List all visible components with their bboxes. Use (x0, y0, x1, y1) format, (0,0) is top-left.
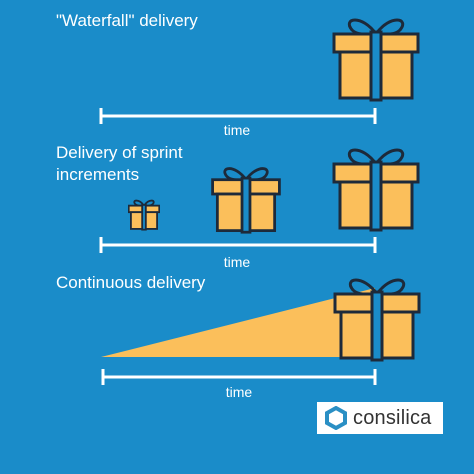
gift-icon-waterfall (332, 18, 420, 102)
brand-name: consilica (353, 406, 432, 429)
consilica-logo: consilica (317, 402, 443, 434)
sprint-axis-label: time (223, 254, 251, 270)
continuous-title: Continuous delivery (56, 273, 206, 292)
sprint-title-line2: increments (56, 165, 140, 184)
gift-icon-sprint-small (128, 199, 160, 231)
gift-icon-sprint-medium (211, 167, 281, 234)
hexagon-logo-icon (325, 406, 347, 430)
waterfall-axis-label: time (223, 122, 251, 138)
sprint-title-line1: Delivery of sprint (56, 143, 183, 162)
continuous-axis-label: time (225, 384, 253, 400)
gift-icon-continuous (333, 278, 421, 362)
waterfall-title: "Waterfall" delivery (56, 11, 198, 30)
gift-icon-sprint-large (332, 148, 420, 232)
